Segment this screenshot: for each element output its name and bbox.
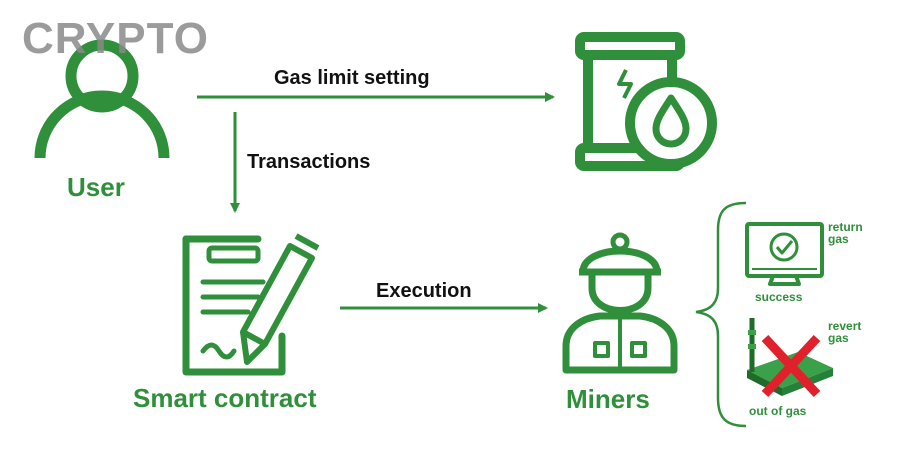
out-of-gas-label: out of gas bbox=[749, 404, 807, 418]
user-icon bbox=[34, 39, 170, 159]
router-device-icon bbox=[747, 318, 833, 396]
miner-icon bbox=[562, 232, 678, 374]
node-user-label: User bbox=[67, 172, 125, 202]
monitor-check-icon bbox=[745, 222, 824, 286]
contract-document-icon bbox=[182, 235, 286, 376]
outcomes-brace bbox=[695, 201, 747, 428]
return-gas-label: return gas bbox=[828, 220, 863, 246]
edge-transactions-label: Transactions bbox=[247, 151, 371, 173]
node-smart-contract-label: Smart contract bbox=[133, 383, 317, 413]
node-miners-label: Miners bbox=[566, 384, 650, 414]
watermark: CRYPTO bbox=[22, 14, 209, 63]
gas-barrel-icon bbox=[575, 32, 717, 171]
edge-execution-label: Execution bbox=[376, 280, 472, 302]
success-label: success bbox=[755, 290, 803, 304]
edge-gas-limit-label: Gas limit setting bbox=[274, 67, 430, 89]
red-x-icon bbox=[761, 334, 821, 398]
pen-icon bbox=[240, 233, 320, 365]
revert-gas-label: revert gas bbox=[828, 319, 862, 345]
